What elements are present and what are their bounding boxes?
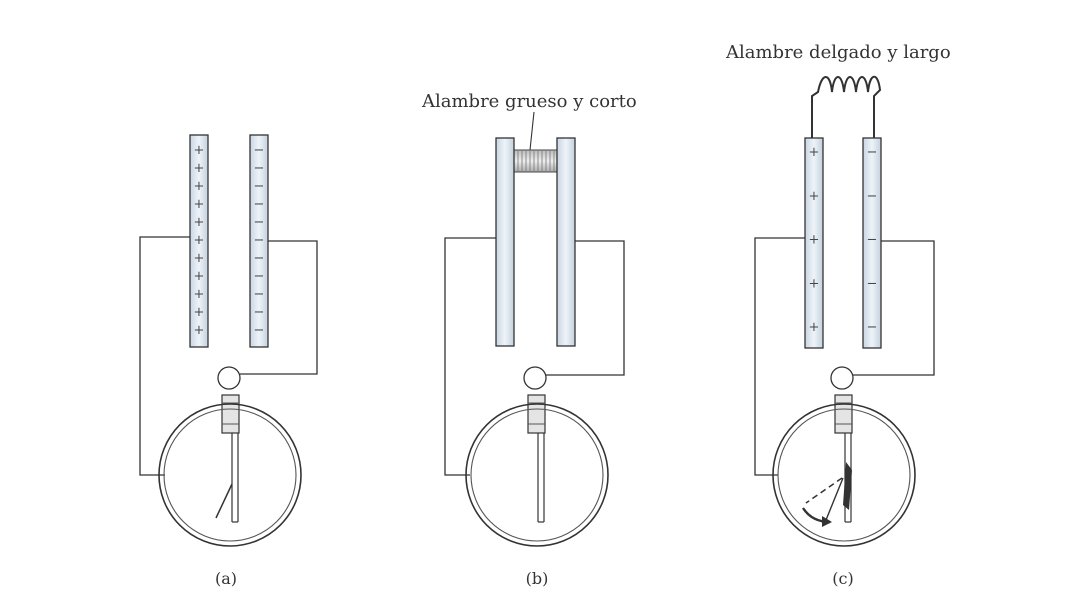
wire-label-pointer-b [529, 111, 535, 151]
leaf-swing-dashed-c [805, 477, 843, 504]
electroscope-knob-c [830, 366, 854, 390]
negative-charges-a: − − − − − − − − − − − [254, 143, 265, 338]
charge-sign: − [867, 189, 878, 204]
charge-sign: + [809, 189, 820, 204]
charge-sign: − [254, 323, 265, 338]
electroscope-neck-c [834, 394, 853, 434]
electroscope-jar-outer-a [158, 403, 302, 547]
electroscope-neck-b [527, 394, 546, 434]
caption-a: (a) [215, 569, 237, 588]
charge-sign: − [254, 287, 265, 302]
electroscope-c [772, 366, 916, 547]
electroscope-jar-inner-c [777, 408, 911, 542]
wire-left-a [139, 236, 190, 476]
thick-short-wire-b [513, 149, 558, 173]
right-plate-b [556, 137, 576, 347]
charge-sign: − [254, 269, 265, 284]
panel-c: Alambre delgado y largo + + + + + − − − − − [725, 42, 951, 588]
positive-plate-a [189, 134, 209, 348]
charge-sign: − [254, 143, 265, 158]
charge-sign: + [194, 287, 205, 302]
positive-charges-c: + + + + + [809, 145, 820, 335]
electroscope-jar-inner-b [470, 408, 604, 542]
electroscope-jar-outer-c [772, 403, 916, 547]
electroscope-jar-outer-b [465, 403, 609, 547]
charge-sign: − [867, 276, 878, 291]
charge-sign: − [254, 233, 265, 248]
wire-label-b: Alambre grueso y corto [421, 91, 637, 112]
charge-sign: + [809, 276, 820, 291]
charge-sign: − [254, 305, 265, 320]
electroscope-knob-b [523, 366, 547, 390]
electroscope-knob-a [217, 366, 241, 390]
charge-sign: + [809, 145, 820, 160]
charge-sign: + [194, 197, 205, 212]
charge-sign: − [867, 233, 878, 248]
charge-sign: + [194, 251, 205, 266]
charge-sign: − [867, 320, 878, 335]
charge-sign: + [194, 323, 205, 338]
charge-sign: − [254, 179, 265, 194]
caption-b: (b) [526, 569, 549, 588]
charge-sign: − [254, 197, 265, 212]
charge-sign: − [254, 251, 265, 266]
electroscope-leaf-c [843, 462, 852, 510]
charge-sign: − [254, 161, 265, 176]
caption-c: (c) [832, 569, 853, 588]
panel-a: + + + + + + + + + + + − − − − − − − − − − − (a) [139, 134, 318, 588]
charge-sign: − [254, 215, 265, 230]
electroscope-leaf-a [215, 483, 233, 519]
wire-label-c: Alambre delgado y largo [725, 42, 951, 63]
charge-sign: + [809, 320, 820, 335]
charge-sign: + [194, 143, 205, 158]
wire-right-c [853, 240, 935, 376]
wire-right-a [240, 240, 318, 375]
wire-left-b [444, 237, 496, 476]
wire-right-b [546, 240, 625, 376]
positive-plate-c [804, 137, 824, 349]
left-plate-b [495, 137, 515, 347]
charge-sign: − [867, 145, 878, 160]
charge-sign: + [194, 269, 205, 284]
electroscope-b [465, 366, 609, 547]
electroscope-neck-a [221, 394, 240, 434]
electroscope-jar-inner-a [163, 408, 297, 542]
negative-plate-c [862, 137, 882, 349]
negative-charges-c: − − − − − [867, 145, 878, 335]
electroscope-a [158, 366, 302, 547]
charge-sign: + [809, 233, 820, 248]
charge-sign: + [194, 179, 205, 194]
positive-charges-a: + + + + + + + + + + + [194, 143, 205, 338]
panel-b: Alambre grueso y corto (b) [421, 91, 637, 588]
wire-left-c [754, 237, 805, 476]
charge-sign: + [194, 305, 205, 320]
charge-sign: + [194, 233, 205, 248]
charge-sign: + [194, 161, 205, 176]
thin-long-wire-c [811, 75, 882, 138]
leaf-swing-arrow-c [822, 516, 832, 527]
charge-sign: + [194, 215, 205, 230]
